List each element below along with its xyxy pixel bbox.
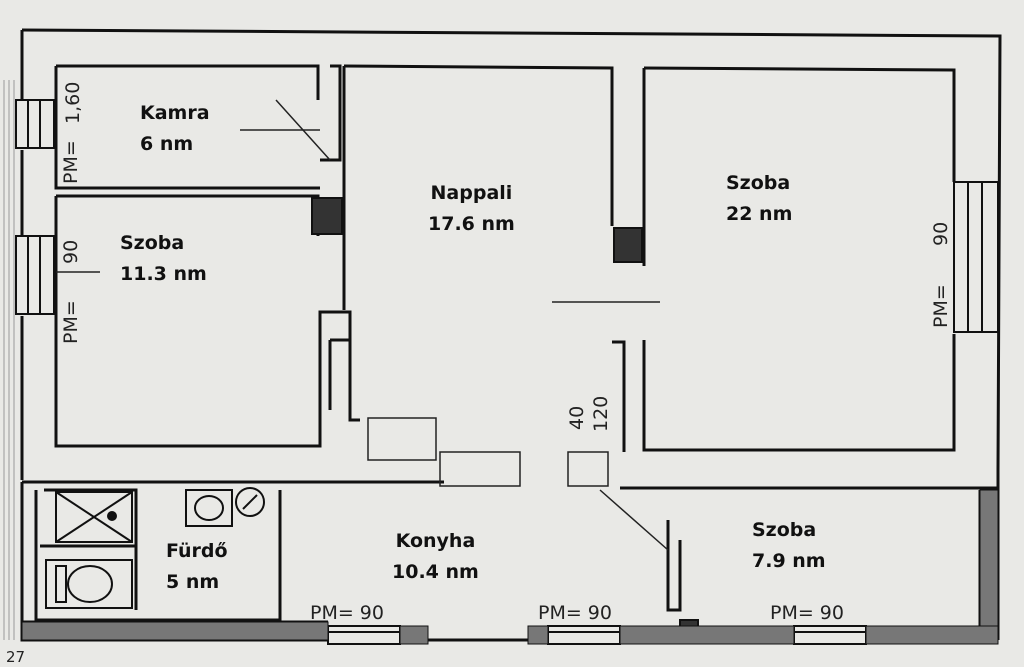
szoba-right-window-pm: PM= bbox=[930, 284, 952, 328]
toilet bbox=[45, 559, 133, 609]
room-area: 22 nm bbox=[726, 203, 793, 225]
corner-mark: 27 bbox=[6, 648, 26, 666]
szoba-right-walls bbox=[642, 66, 956, 452]
door-dim-120: 120 bbox=[590, 395, 612, 432]
door-lines bbox=[56, 99, 669, 551]
room-name: Szoba bbox=[752, 519, 817, 541]
szoba-left-window-width: 90 bbox=[60, 239, 82, 264]
room-name: Szoba bbox=[726, 172, 791, 194]
ruler-lines bbox=[3, 80, 15, 640]
nappali-walls bbox=[328, 64, 626, 452]
szoba-right-window-width: 90 bbox=[930, 221, 952, 246]
konyha-window1-dim: PM= 90 bbox=[310, 602, 384, 624]
room-area: 7.9 nm bbox=[752, 550, 826, 572]
kamra-window-pm: PM= bbox=[60, 140, 82, 184]
room-szoba-left-label: Szoba 11.3 nm bbox=[120, 228, 207, 290]
room-name: Szoba bbox=[120, 232, 185, 254]
room-szoba-right-label: Szoba 22 nm bbox=[726, 168, 792, 230]
szoba-left-window-pm: PM= bbox=[60, 300, 82, 344]
room-name: Fürdő bbox=[166, 540, 228, 562]
wall-hatching bbox=[21, 489, 999, 645]
room-name: Konyha bbox=[395, 530, 476, 552]
shower bbox=[55, 491, 133, 543]
konyha-window2-dim: PM= 90 bbox=[538, 602, 612, 624]
sink bbox=[185, 487, 265, 527]
room-area: 11.3 nm bbox=[120, 263, 207, 285]
room-kamra-label: Kamra 6 nm bbox=[140, 98, 210, 160]
windows bbox=[15, 99, 999, 645]
room-konyha-label: Konyha 10.4 nm bbox=[392, 526, 479, 588]
room-nappali-label: Nappali 17.6 nm bbox=[428, 178, 515, 240]
chimney-right bbox=[613, 227, 643, 263]
szoba-small-window-dim: PM= 90 bbox=[770, 602, 844, 624]
room-area: 5 nm bbox=[166, 571, 220, 593]
room-name: Kamra bbox=[140, 102, 210, 124]
chimney-left bbox=[311, 197, 343, 235]
room-area: 17.6 nm bbox=[428, 213, 515, 235]
room-name: Nappali bbox=[430, 182, 513, 204]
room-szoba-small-label: Szoba 7.9 nm bbox=[752, 515, 826, 577]
room-area: 6 nm bbox=[140, 133, 194, 155]
room-furdo-label: Fürdő 5 nm bbox=[166, 536, 228, 598]
room-area: 10.4 nm bbox=[392, 561, 479, 583]
door-dim-40: 40 bbox=[566, 405, 588, 430]
kamra-window-width: 1,60 bbox=[62, 81, 84, 124]
